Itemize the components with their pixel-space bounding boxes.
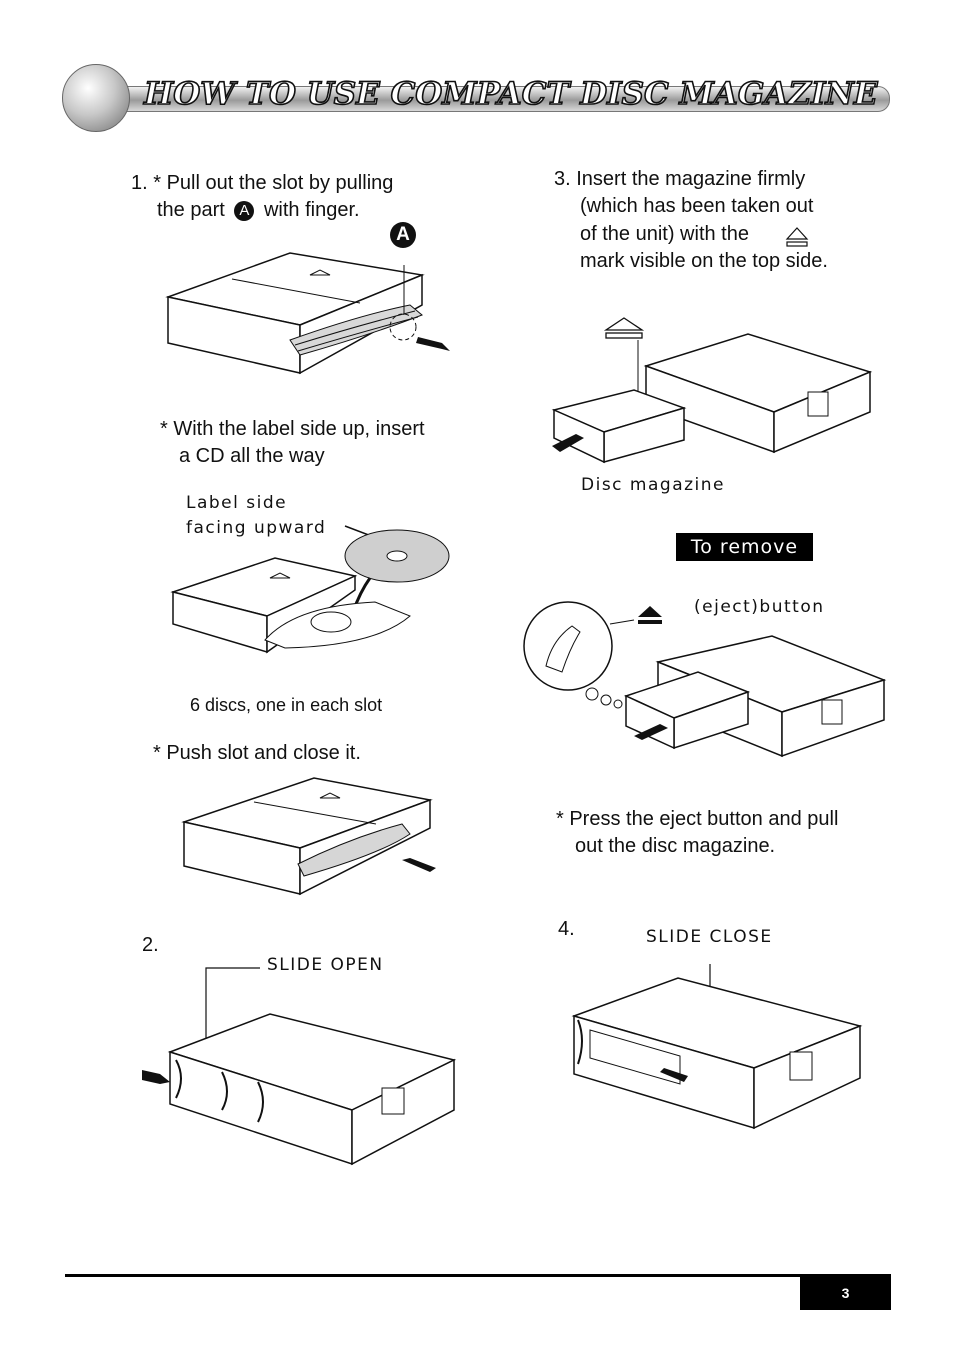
part-a-marker: A <box>234 200 255 221</box>
label-side-line2: facing upward <box>186 518 327 538</box>
remove-line1: * Press the eject button and pull <box>556 808 839 830</box>
insert-cd-line1: * With the label side up, insert <box>160 418 425 440</box>
magazine-pull-illustration <box>165 252 450 375</box>
disc-magazine-label: Disc magazine <box>581 475 725 495</box>
unit-slide-close-illustration <box>571 964 863 1130</box>
step1-line1: 1. * Pull out the slot by pulling <box>131 172 394 194</box>
step4-number: 4. <box>558 918 575 940</box>
disc-icon <box>62 64 130 132</box>
step2-number: 2. <box>142 934 159 956</box>
insert-cd-line2: a CD all the way <box>179 445 325 467</box>
page-number: 3 <box>800 1277 891 1310</box>
insert-cd-illustration <box>170 525 450 654</box>
slide-close-label: SLIDE CLOSE <box>646 927 773 947</box>
eject-button-icon <box>638 606 662 624</box>
to-remove-heading: To remove <box>676 533 813 561</box>
eject-button-label: (eject)button <box>694 597 825 617</box>
step1-line2-post: with finger. <box>263 199 360 221</box>
step1-line2: the part A with finger. <box>157 197 360 224</box>
footer-rule <box>65 1274 891 1277</box>
page-title: HOW TO USE COMPACT DISC MAGAZINE <box>143 75 878 113</box>
insert-magazine-illustration <box>551 317 873 464</box>
step3-line4: mark visible on the top side. <box>580 250 828 272</box>
step3-line1: 3. Insert the magazine firmly <box>554 168 806 190</box>
step3-line2: (which has been taken out <box>580 195 814 217</box>
remove-line2: out the disc magazine. <box>575 835 776 857</box>
remove-magazine-illustration <box>523 601 887 758</box>
callout-a-icon: A <box>390 222 416 248</box>
push-slot-text: * Push slot and close it. <box>153 742 361 764</box>
label-side-line1: Label side <box>186 493 288 513</box>
slide-open-label: SLIDE OPEN <box>267 955 384 975</box>
six-discs-caption: 6 discs, one in each slot <box>190 695 383 715</box>
step3-line3: of the unit) with the <box>580 223 749 245</box>
banner-bar <box>88 86 890 112</box>
eject-mark-icon <box>785 227 809 247</box>
step1-line2-pre: the part <box>157 199 225 221</box>
push-slot-illustration <box>181 777 436 896</box>
unit-slide-open-illustration <box>142 967 457 1166</box>
